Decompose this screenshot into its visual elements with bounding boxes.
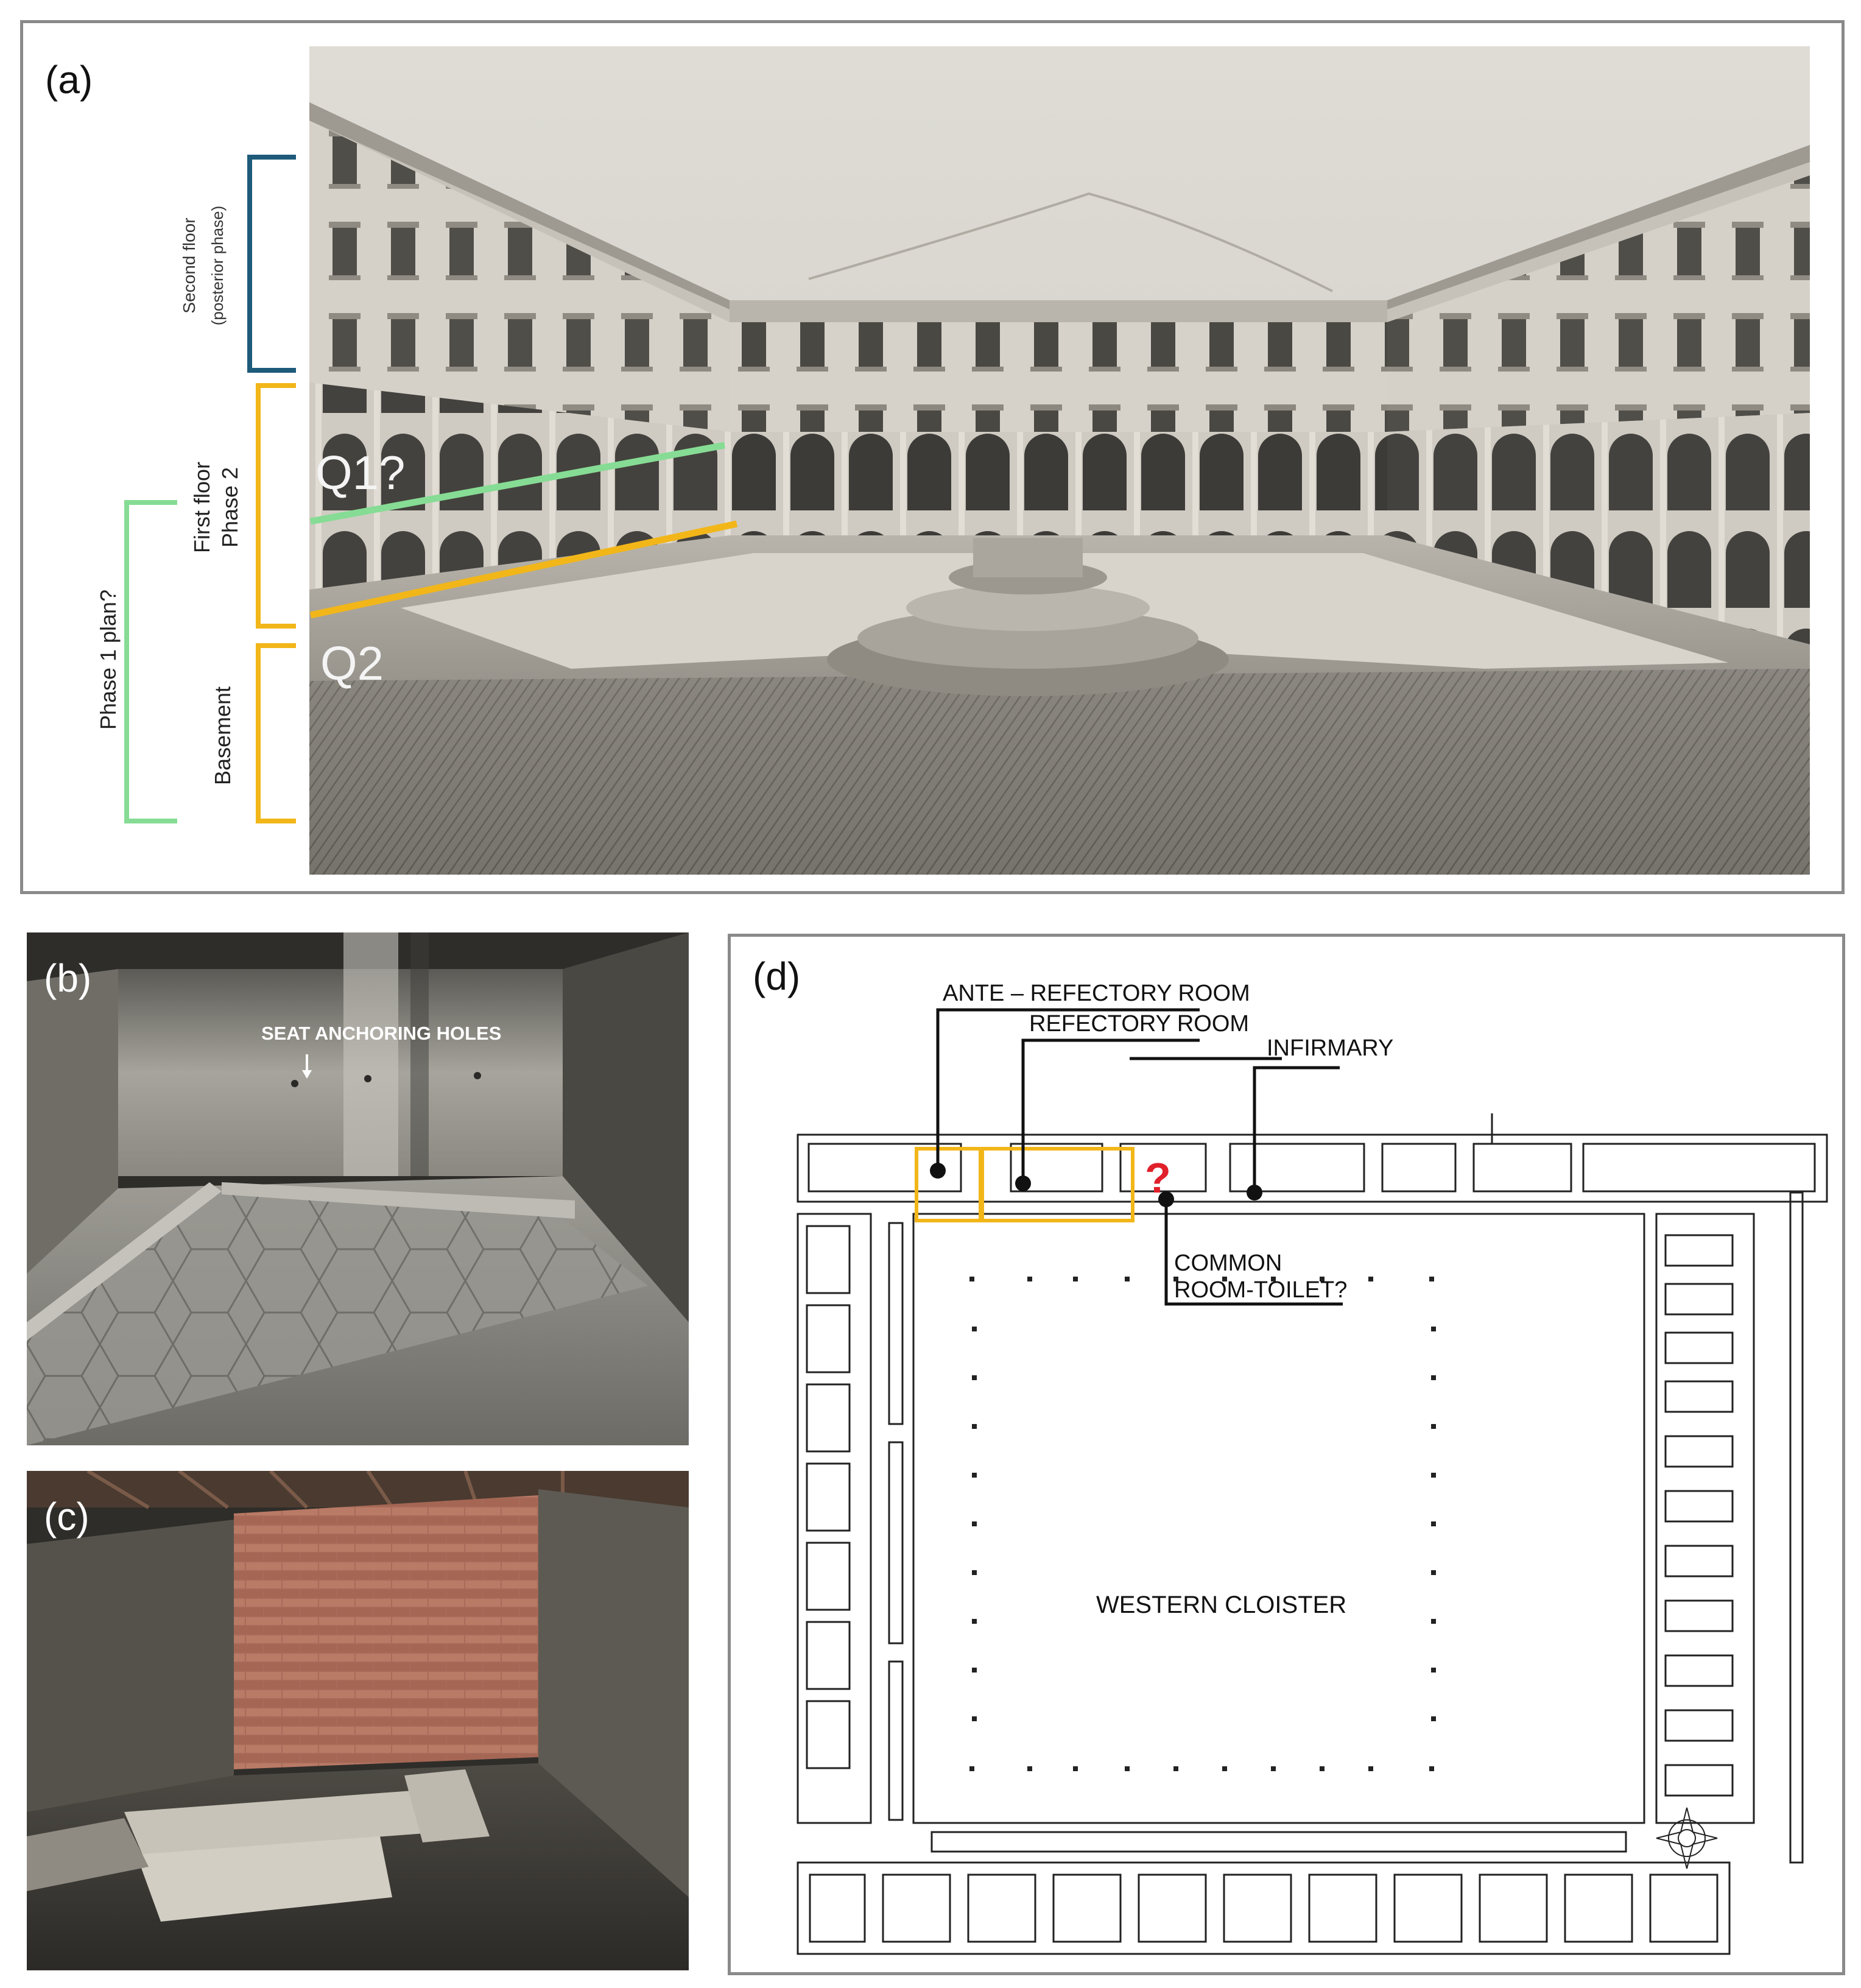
panel-a: (a) — [20, 20, 1845, 894]
western-cloister-label: WESTERN CLOISTER — [1096, 1591, 1346, 1618]
second-floor-label: Second floor — [180, 217, 199, 313]
panel-d: (d) — [728, 934, 1845, 1975]
panel-a-label: (a) — [45, 58, 93, 102]
panel-a-figure: Second floor (posterior phase) First flo… — [96, 46, 1810, 875]
first-floor-sub-label: Phase 2 — [217, 467, 242, 548]
panel-c-photo: (c) — [27, 1471, 689, 1970]
floor-plan: ANTE – REFECTORY ROOM REFECTORY ROOM INF… — [797, 981, 1828, 1955]
refectory-label: REFECTORY ROOM — [1029, 1011, 1249, 1037]
ante-refectory-label: ANTE – REFECTORY ROOM — [943, 981, 1250, 1006]
second-floor-sub-label: (posterior phase) — [208, 206, 227, 326]
common-room-label-line2: ROOM-TOILET? — [1174, 1277, 1347, 1303]
compass-icon — [1656, 1807, 1718, 1869]
q2-label: Q2 — [320, 636, 384, 690]
courtyard-drawing — [309, 46, 1810, 875]
q1-line — [310, 442, 725, 525]
infirmary-label: INFIRMARY — [1267, 1035, 1393, 1061]
panel-b-image — [27, 932, 689, 1445]
seat-anchoring-holes-label: SEAT ANCHORING HOLES — [261, 1023, 502, 1044]
phase1-bracket — [124, 500, 177, 823]
cloister-columns — [969, 1277, 1436, 1771]
plan-walls — [797, 1113, 1828, 1955]
question-mark-label: ? — [1145, 1154, 1171, 1202]
q2-line — [309, 520, 738, 619]
basement-label: Basement — [210, 686, 235, 785]
leader-lines — [936, 1008, 1343, 1306]
panel-b-photo: (b) SEAT ANCHORING HOLES — [27, 932, 689, 1445]
panel-c-image — [27, 1471, 689, 1970]
panel-d-label: (d) — [753, 954, 801, 998]
ante-refectory-highlight — [915, 1147, 984, 1222]
first-floor-bracket — [256, 383, 296, 629]
leader-dots — [930, 1163, 1262, 1207]
panel-b-label: (b) — [44, 956, 92, 1000]
first-floor-label: First floor — [189, 462, 214, 553]
common-room-label-line1: COMMON — [1174, 1250, 1282, 1276]
q1-label: Q1? — [315, 446, 405, 499]
second-floor-bracket — [247, 155, 296, 373]
panel-c-label: (c) — [44, 1495, 90, 1539]
basement-bracket — [256, 643, 296, 823]
phase1-label: Phase 1 plan? — [96, 590, 121, 730]
refectory-highlight — [979, 1147, 1135, 1222]
